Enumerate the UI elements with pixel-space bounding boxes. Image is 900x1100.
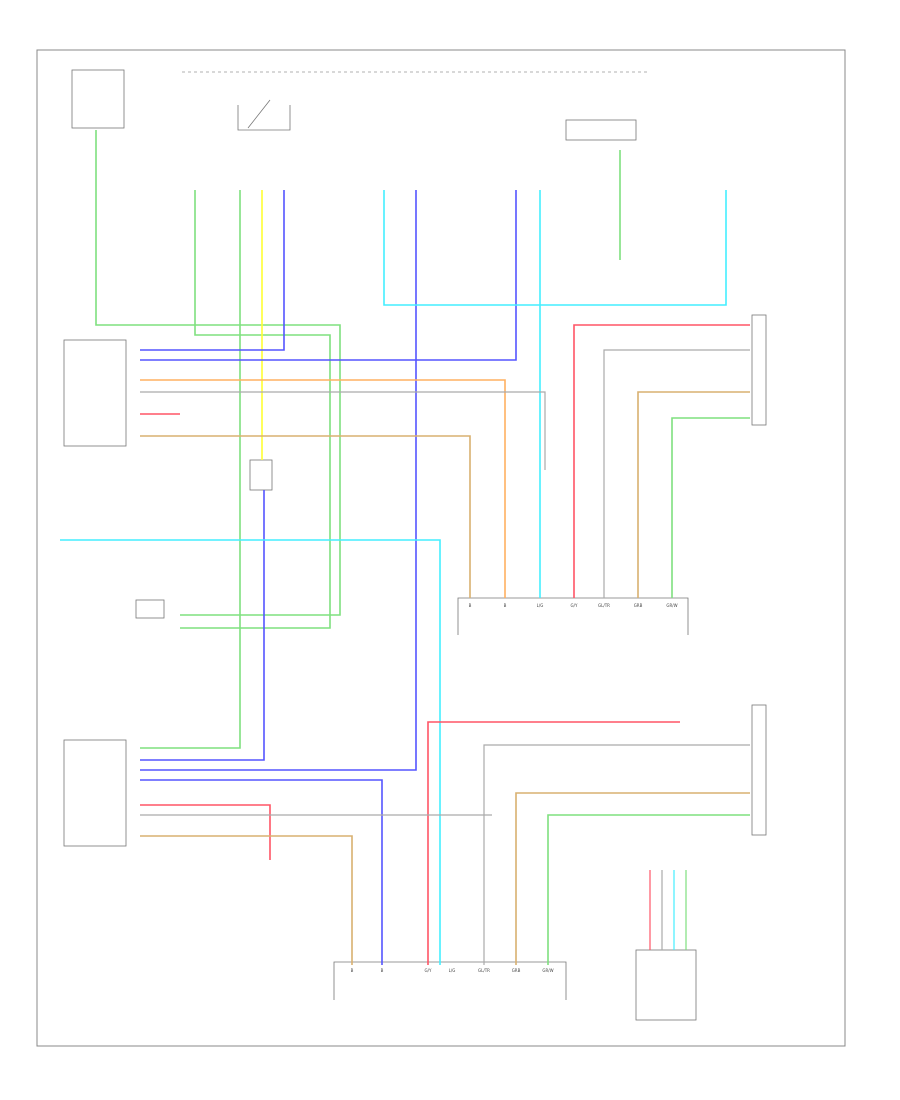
wire-green-a xyxy=(180,190,331,629)
ecu-box-upper-left xyxy=(63,339,127,447)
wire-blue-3 xyxy=(140,190,417,771)
wire-green-b xyxy=(140,190,241,749)
relay-box-top-left xyxy=(71,69,125,129)
connector-bottom-pin-0: B xyxy=(351,968,354,973)
connector-block-bottom-right xyxy=(635,949,697,1021)
wire-red-2 xyxy=(427,721,680,965)
connector-bottom-pin-3: L/G xyxy=(449,968,456,973)
connector-bottom-pin-4: GL/TR xyxy=(478,968,490,973)
wire-gray-2 xyxy=(603,349,750,598)
wire-gray-1 xyxy=(140,391,546,470)
connector-bottom-pin-1: B xyxy=(381,968,384,973)
wire-red-1 xyxy=(573,324,750,598)
connector-middle-pin-3: G/Y xyxy=(571,603,578,608)
wire-tan-2 xyxy=(637,391,750,598)
connector-bottom-bracket xyxy=(333,961,567,1000)
relay-box-mid xyxy=(249,459,273,491)
connector-middle-pin-6: GR/W xyxy=(666,603,677,608)
wire-blue-2 xyxy=(140,490,265,761)
wire-tan-4 xyxy=(515,792,750,965)
ecu-box-lower-left xyxy=(63,739,127,847)
wire-red-left2 xyxy=(140,804,271,860)
diagram-frame xyxy=(36,49,846,1047)
wire-blue-5 xyxy=(140,779,383,965)
connector-middle-pin-5: GRB xyxy=(634,603,643,608)
connector-middle-pin-0: B xyxy=(469,603,472,608)
wire-tan-1 xyxy=(140,435,471,598)
wire-cyan-mid xyxy=(60,539,441,965)
wire-gray-3 xyxy=(483,744,750,965)
wire-cyan-top xyxy=(383,190,727,306)
connector-right-upper xyxy=(751,314,767,426)
connector-bottom-pin-2: G/Y xyxy=(425,968,432,973)
relay-box-top-right xyxy=(565,119,637,141)
labels-layer: B B L/G G/Y GL/TR GRB GR/W B B G/Y L/G GL/TR GRB GR/W xyxy=(351,603,678,973)
wire-orange xyxy=(140,379,506,598)
switch-box-lower-left xyxy=(135,599,165,619)
connector-bottom-pin-5: GRB xyxy=(512,968,521,973)
wires-layer xyxy=(60,130,750,965)
wire-blue-4 xyxy=(140,190,517,361)
connector-middle-bracket xyxy=(457,597,689,635)
wire-blue-1 xyxy=(140,190,285,351)
wire-green-r2 xyxy=(547,814,750,965)
switch-contact xyxy=(247,99,271,129)
wire-green-r1 xyxy=(671,417,750,598)
connector-middle-pin-1: B xyxy=(504,603,507,608)
connector-bottom-pin-6: GR/W xyxy=(542,968,553,973)
connector-middle-pin-4: GL/TR xyxy=(598,603,610,608)
connector-right-lower xyxy=(751,704,767,836)
wire-tan-3 xyxy=(140,835,353,965)
wire-green-left xyxy=(95,130,341,616)
connector-middle-pin-2: L/G xyxy=(537,603,544,608)
ignition-switch xyxy=(237,105,291,131)
